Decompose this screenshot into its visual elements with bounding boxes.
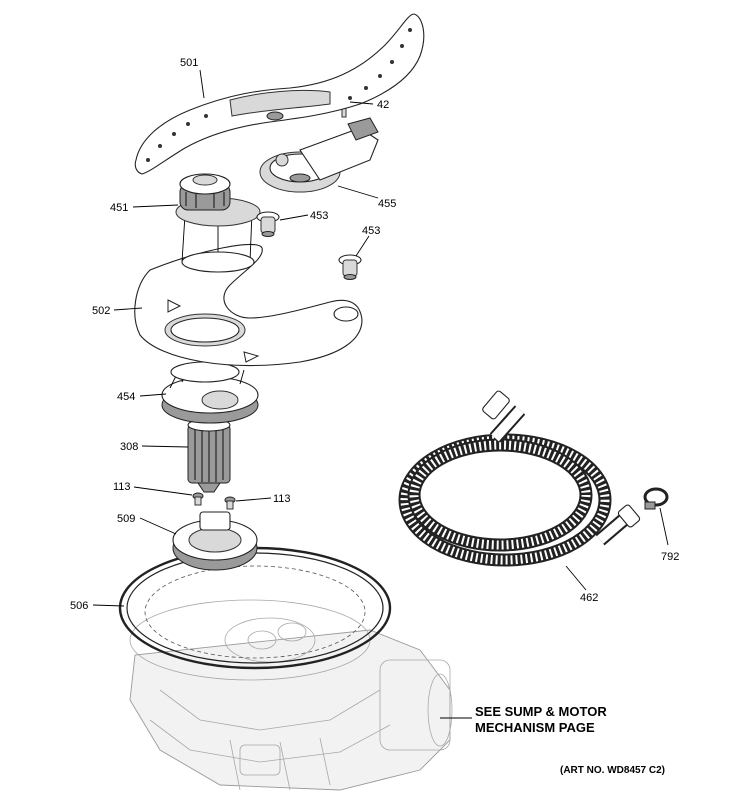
clamp-792 xyxy=(643,487,669,510)
note-line-2: MECHANISM PAGE xyxy=(475,720,595,735)
callout-42: 42 xyxy=(377,99,389,111)
callout-455: 455 xyxy=(378,198,396,210)
callout-462: 462 xyxy=(580,592,598,604)
fine-filter-454 xyxy=(161,361,259,424)
spray-plate-502 xyxy=(134,243,363,367)
screw-113-left xyxy=(192,492,204,506)
callout-509: 509 xyxy=(117,513,135,525)
callout-453-upper: 453 xyxy=(310,210,328,222)
callout-501: 501 xyxy=(180,57,198,69)
plug-453-upper xyxy=(256,211,280,237)
callout-113-right: 113 xyxy=(273,493,291,505)
callout-502: 502 xyxy=(92,305,110,317)
callout-454: 454 xyxy=(117,391,135,403)
callout-506: 506 xyxy=(70,600,88,612)
spray-arm-501 xyxy=(134,13,425,175)
filter-housing-509 xyxy=(172,511,258,571)
bearing-455 xyxy=(259,117,379,193)
sump-motor-assembly xyxy=(129,599,453,791)
filter-308 xyxy=(187,418,231,493)
note-line-1: SEE SUMP & MOTOR xyxy=(475,704,607,719)
callout-453-lower: 453 xyxy=(362,225,380,237)
callout-113-left: 113 xyxy=(113,481,131,493)
art-number: (ART NO. WD8457 C2) xyxy=(560,765,665,776)
callout-451: 451 xyxy=(110,202,128,214)
plug-453-lower xyxy=(338,254,362,280)
drain-hose-462 xyxy=(398,390,641,567)
leader-lines xyxy=(92,69,669,719)
manifold-451 xyxy=(175,173,261,273)
callout-308: 308 xyxy=(120,441,138,453)
callout-792: 792 xyxy=(661,551,679,563)
screw-113-right xyxy=(224,496,236,510)
